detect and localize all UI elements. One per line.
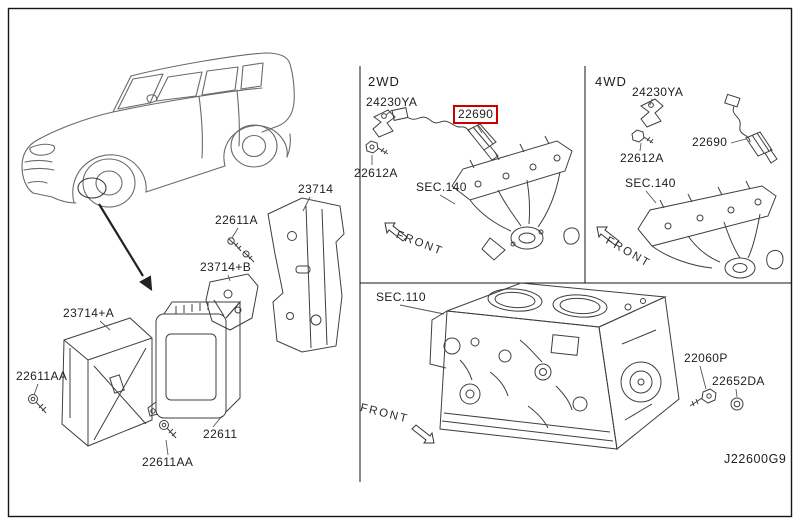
panel-title-2wd: 2WD	[368, 74, 400, 89]
part-label-24230ya-4wd: 24230YA	[632, 85, 684, 99]
grommet-22652da	[730, 397, 744, 411]
part-label-22611: 22611	[203, 427, 238, 441]
bolt-22612a-2wd	[365, 140, 389, 155]
ecm-22611	[147, 300, 242, 419]
part-label-23714a: 23714+A	[63, 306, 115, 320]
bracket-23714	[267, 197, 345, 353]
part-label-22060p: 22060P	[684, 351, 728, 365]
bracket-23714b	[205, 273, 259, 331]
part-label-22611aa-lower: 22611AA	[142, 455, 194, 469]
panel-title-4wd: 4WD	[595, 74, 627, 89]
section-ref-110: SEC.110	[376, 290, 426, 304]
car-illustration	[21, 52, 295, 208]
bolt-22611aa-lower	[159, 420, 177, 439]
part-label-22690-4wd: 22690	[692, 135, 728, 149]
cover-23714a	[61, 317, 153, 447]
part-label-23714b: 23714+B	[200, 260, 252, 274]
front-arrow-4wd	[596, 226, 620, 246]
part-label-23714: 23714	[298, 182, 334, 196]
part-label-22612a-4wd: 22612A	[620, 151, 664, 165]
part-label-22652da: 22652DA	[712, 374, 765, 388]
part-label-22611aa-upper: 22611AA	[16, 369, 68, 383]
bolt-22611aa-upper	[28, 394, 47, 414]
bolt-22612a-4wd	[631, 129, 654, 144]
part-label-22611a: 22611A	[215, 213, 258, 227]
section-ref-140-4wd: SEC.140	[625, 176, 676, 190]
front-arrow-engine	[411, 424, 435, 444]
part-label-22612a-2wd: 22612A	[354, 166, 398, 180]
bolt-22060p	[689, 388, 717, 407]
highlighted-part-box: 22690	[453, 105, 499, 124]
panel-dividers	[7, 7, 793, 518]
exhaust-manifold-2wd	[451, 135, 580, 261]
oxygen-sensor-2wd	[391, 107, 499, 161]
clip-24230ya-4wd	[640, 98, 664, 128]
oxygen-sensor-4wd	[724, 93, 778, 164]
part-label-22690-2wd: 22690	[458, 107, 494, 121]
section-ref-140-2wd: SEC.140	[416, 180, 467, 194]
clip-24230ya-2wd	[372, 109, 396, 138]
leader-lines	[33, 98, 747, 456]
drawing-code: J22600G9	[724, 452, 787, 466]
exhaust-manifold-4wd	[637, 180, 784, 279]
part-label-24230ya-2wd: 24230YA	[366, 95, 418, 109]
location-arrow	[98, 203, 153, 292]
front-arrow-2wd	[384, 222, 408, 242]
engine-block	[429, 282, 680, 450]
screws-22611a	[227, 237, 255, 263]
